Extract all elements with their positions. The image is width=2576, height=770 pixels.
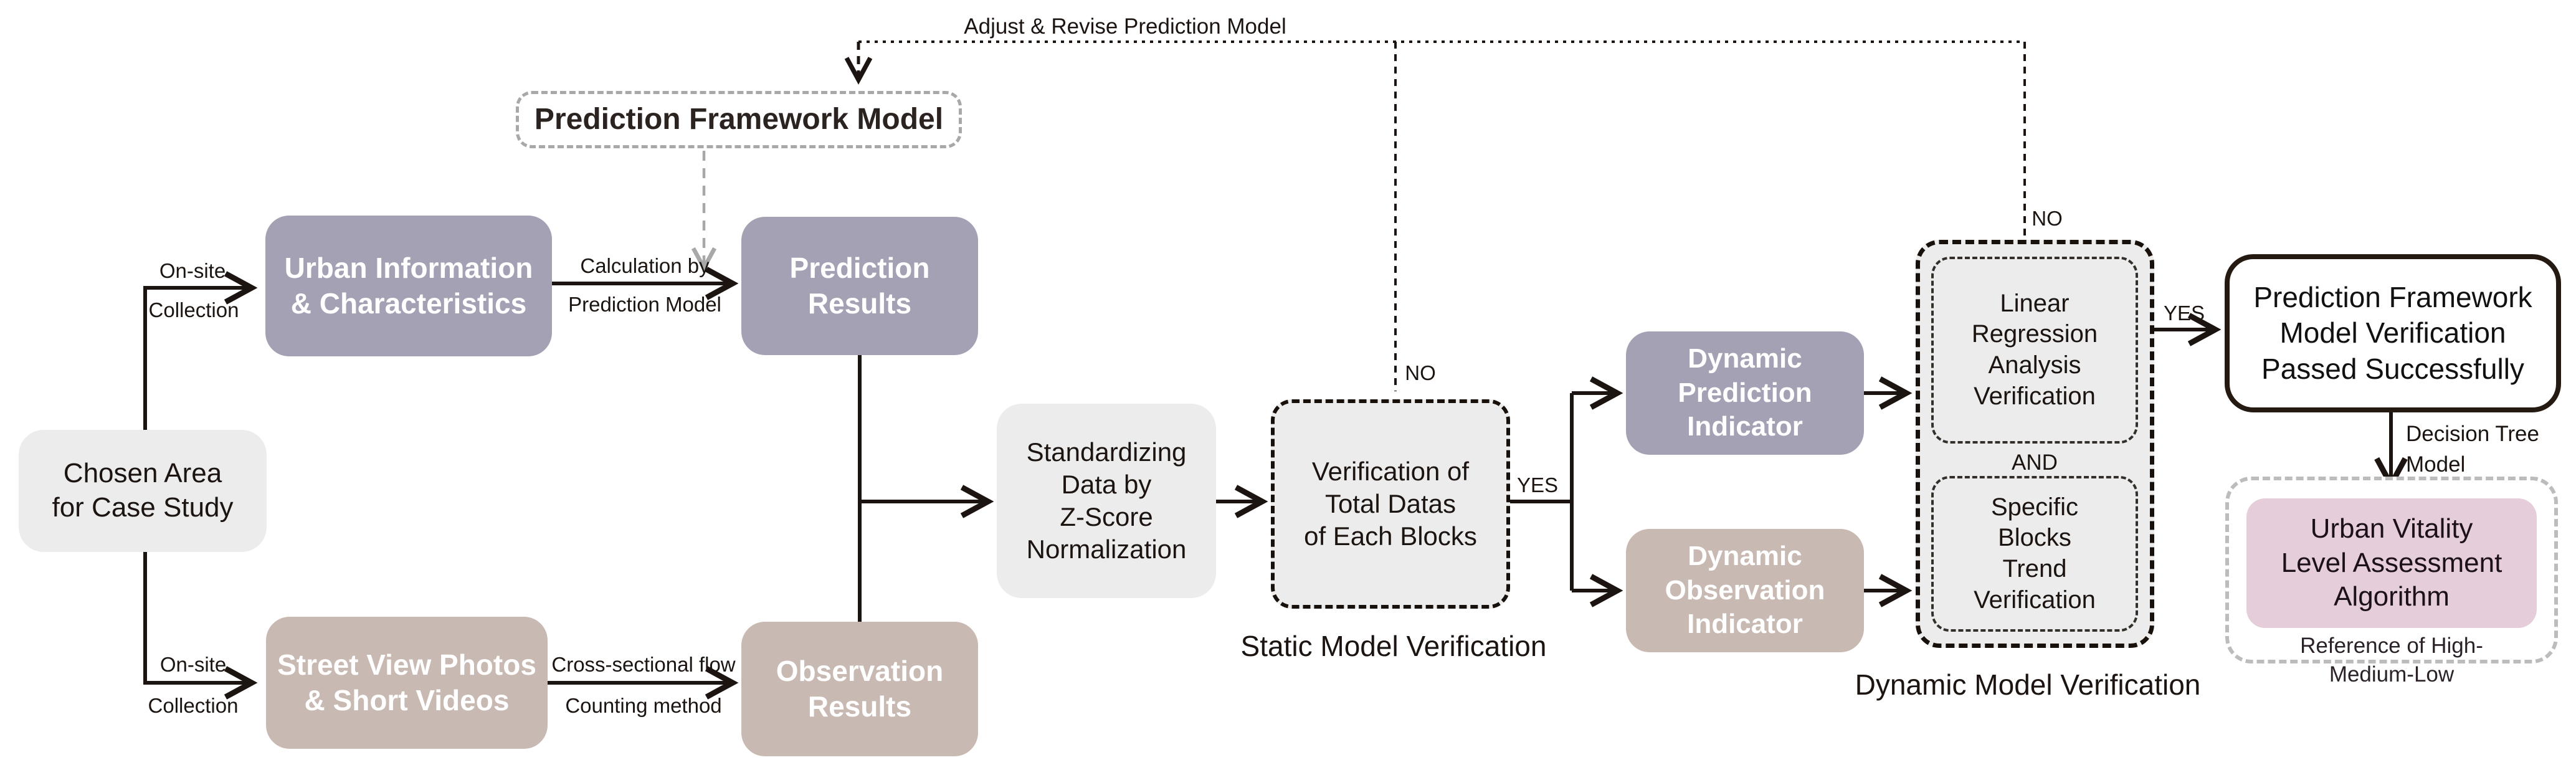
dynamic-verification-container xyxy=(1916,240,2154,648)
dynamic-prediction-box: Dynamic Prediction Indicator xyxy=(1626,331,1864,455)
no-static-label: NO xyxy=(1405,361,1436,384)
prediction-model-label: Prediction Model xyxy=(568,293,721,316)
onsite-bottom-label: On-site xyxy=(159,653,227,676)
dynamic-verification-label: Dynamic Model Verification xyxy=(1855,668,2201,701)
prediction-results-box: Prediction Results xyxy=(741,217,978,355)
yes-static-label: YES xyxy=(1516,473,1559,497)
reference-label: Reference of High-Medium-Low xyxy=(2300,634,2483,687)
dynamic-observation-box: Dynamic Observation Indicator xyxy=(1626,529,1864,652)
urban-info-box: Urban Information & Characteristics xyxy=(265,216,552,356)
linear-regression-box: Linear Regression Analysis Verification xyxy=(1931,257,2138,444)
collection-bottom-label: Collection xyxy=(148,694,239,717)
cross-sectional-label: Cross-sectional flow xyxy=(551,653,736,676)
calculation-by-label: Calculation by xyxy=(580,254,710,277)
onsite-top-label: On-site xyxy=(159,259,226,282)
counting-method-label: Counting method xyxy=(565,694,722,717)
no-dynamic-label: NO xyxy=(2032,207,2063,230)
urban-vitality-box: Urban Vitality Level Assessment Algorith… xyxy=(2246,498,2537,628)
specific-blocks-box: Specific Blocks Trend Verification xyxy=(1931,476,2138,632)
static-verification-label: Static Model Verification xyxy=(1240,630,1547,662)
prediction-framework-model-box: Prediction Framework Model xyxy=(516,91,962,148)
chosen-area-box: Chosen Area for Case Study xyxy=(19,430,267,552)
and-label: AND xyxy=(2012,450,2058,475)
street-view-box: Street View Photos & Short Videos xyxy=(266,617,548,749)
collection-top-label: Collection xyxy=(148,298,239,321)
verification-passed-box: Prediction Framework Model Verification … xyxy=(2225,254,2561,412)
observation-results-box: Observation Results xyxy=(741,622,978,756)
yes-dynamic-label: YES xyxy=(2163,302,2205,325)
standardizing-box: Standardizing Data by Z-Score Normalizat… xyxy=(997,404,1216,598)
adjust-revise-label: Adjust & Revise Prediction Model xyxy=(964,14,1286,39)
verification-blocks-box: Verification of Total Datas of Each Bloc… xyxy=(1271,399,1510,609)
decision-tree-label: Decision Tree Model xyxy=(2406,422,2539,477)
